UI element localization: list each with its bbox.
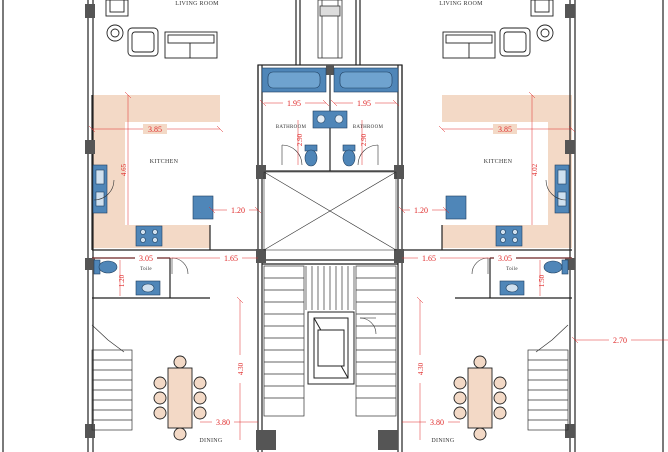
label-dining-right: DINING <box>431 438 454 444</box>
floor-fills <box>92 95 572 248</box>
living-furniture <box>105 0 554 59</box>
dim-passage-right: 1.65 <box>422 254 436 263</box>
dim-bath-height-left: 2.90 <box>296 133 304 146</box>
dim-bath-width-left: 1.95 <box>287 99 301 108</box>
kitchen-floor-right <box>442 95 572 248</box>
armchair-left <box>127 27 159 57</box>
dim-corridor-left: 1.20 <box>231 206 245 215</box>
dim-bath-width-right: 1.95 <box>357 99 371 108</box>
sofa-right <box>442 31 496 59</box>
dining-tables <box>153 355 507 441</box>
right-stair <box>527 324 569 431</box>
dim-dining-width-right: 3.80 <box>430 418 444 427</box>
dim-side-gap: 2.70 <box>613 336 627 345</box>
dim-toilet-width-left: 3.05 <box>139 254 153 263</box>
dining-table-left <box>153 355 207 441</box>
dim-corridor-right: 1.20 <box>414 206 428 215</box>
dim-toilet-height-left: 1.20 <box>118 274 126 287</box>
label-toilet-right: Toile <box>506 267 518 272</box>
dim-kitchen-height-right: 4.02 <box>531 163 539 176</box>
left-stair <box>91 324 133 431</box>
stove-right <box>495 225 523 247</box>
stairs <box>91 265 569 431</box>
label-kitchen-left: KITCHEN <box>150 159 179 165</box>
stove-left <box>135 225 163 247</box>
columns <box>85 4 575 450</box>
label-toilet-left: Toile <box>140 267 152 272</box>
dim-passage-left: 1.65 <box>224 254 238 263</box>
fridge-left <box>192 195 214 220</box>
sofa-left <box>164 31 218 59</box>
label-bathroom-left: BATHROOM <box>276 125 307 130</box>
central-stair <box>263 265 397 417</box>
room-labels: LIVING ROOM LIVING ROOM BATHROOM BATHROO… <box>140 1 518 444</box>
label-kitchen-right: KITCHEN <box>484 159 513 165</box>
top-shaft-detail <box>317 0 343 59</box>
label-living-room-right: LIVING ROOM <box>439 1 483 7</box>
lift-cab <box>307 311 355 385</box>
label-dining-left: DINING <box>199 438 222 444</box>
dim-dining-width-left: 3.80 <box>216 418 230 427</box>
chair-top-right <box>530 0 554 17</box>
chair-top-left <box>105 0 129 17</box>
fridge-right <box>445 195 467 220</box>
armchair-right <box>499 27 531 57</box>
dimension-text: 1.95 1.95 2.90 2.90 3.85 3.85 4.65 4.02 … <box>118 98 631 427</box>
dim-kitchen-width-left: 3.85 <box>148 125 162 134</box>
label-bathroom-right: BATHROOM <box>353 125 384 130</box>
dim-dining-height-left: 4.30 <box>237 362 245 375</box>
dim-toilet-width-right: 3.05 <box>498 254 512 263</box>
toilet-fixtures <box>93 259 569 296</box>
dim-kitchen-height-left: 4.65 <box>120 163 128 176</box>
dining-table-right <box>453 355 507 441</box>
wc-right <box>561 259 569 275</box>
kitchen-floor-left <box>92 95 220 248</box>
dim-toilet-height-right: 1.50 <box>538 274 546 287</box>
dim-bath-height-right: 2.90 <box>360 133 368 146</box>
lift-shaft <box>263 171 397 251</box>
bathroom-fixtures <box>261 67 399 167</box>
label-living-room-left: LIVING ROOM <box>175 1 219 7</box>
dim-dining-height-right: 4.30 <box>417 362 425 375</box>
dim-kitchen-width-right: 3.85 <box>498 125 512 134</box>
